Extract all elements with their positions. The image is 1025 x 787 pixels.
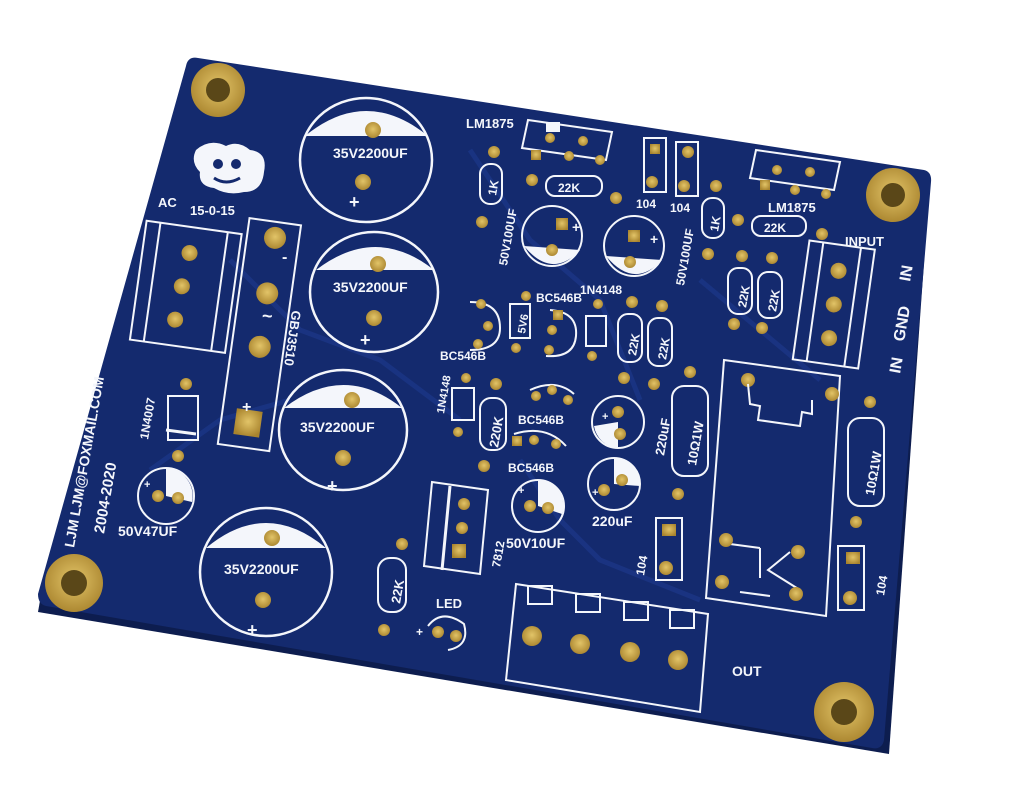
svg-text:104: 104 [636, 197, 656, 211]
svg-text:+: + [592, 487, 598, 499]
lm1875-left-label: LM1875 [466, 116, 514, 131]
led[interactable]: + [416, 615, 467, 651]
cap-104-top-1[interactable]: 104 [636, 137, 667, 211]
cap-104-lower-left[interactable] [655, 517, 683, 581]
ac-label: AC [158, 195, 177, 210]
cap-220uf-2[interactable]: + [587, 457, 641, 511]
svg-text:+: + [518, 485, 524, 497]
transistor-bc546b-4[interactable] [529, 383, 575, 405]
bc546b-label-2: BC546B [440, 349, 486, 363]
cap-50v100uf-1[interactable]: + [521, 205, 583, 267]
bridge-minus: - [282, 249, 287, 266]
cap-2200uf-4[interactable]: 35V2200UF + [198, 506, 334, 640]
cap-label: 35V2200UF [224, 561, 299, 577]
resistor-22k-bottom[interactable]: 22K [377, 538, 408, 636]
bc546b-label-1: BC546B [536, 291, 582, 305]
svg-text:+: + [602, 411, 608, 423]
resistor-22k-right[interactable]: 22K [732, 214, 828, 240]
resistor-22k-mid-2[interactable]: 22K [647, 300, 673, 390]
svg-text:104: 104 [670, 201, 690, 215]
cap-label: 35V2200UF [300, 419, 375, 435]
svg-text:1K: 1K [707, 215, 724, 233]
output-inductor-footprint[interactable] [704, 358, 842, 618]
cap-label: 35V2200UF [333, 145, 408, 161]
input-label: INPUT [845, 234, 884, 249]
bc546b-label-3: BC546B [518, 413, 564, 427]
transistor-bc546b-1[interactable] [469, 299, 502, 351]
regulator-7812[interactable] [422, 480, 490, 576]
bridge-rectifier[interactable] [216, 217, 303, 453]
lm1875-left[interactable] [520, 118, 614, 165]
resistor-22k-v1[interactable]: 22K [727, 250, 753, 330]
cap-2200uf-2[interactable]: 35V2200UF + [308, 230, 440, 354]
cap-plus: + [247, 620, 258, 640]
out-label: OUT [732, 663, 762, 679]
transistor-bc546b-3[interactable] [544, 309, 578, 358]
cap-plus: + [360, 330, 371, 350]
input-in-label-2: IN [887, 356, 907, 375]
cap-104-lower-right[interactable] [837, 545, 865, 611]
svg-text:22K: 22K [388, 578, 407, 605]
svg-text:+: + [144, 479, 150, 491]
resistor-22k-top[interactable]: 22K [526, 174, 622, 204]
mascot-logo [193, 142, 265, 194]
bridge-ac-symbol: ~ [262, 306, 273, 326]
cap-104-lower-left-label: 104 [633, 554, 650, 576]
svg-text:+: + [650, 231, 658, 247]
cap-50v10uf[interactable]: + [511, 479, 565, 533]
input-gnd-label: GND [891, 305, 914, 343]
cap-220uf-1-label: 220uF [652, 417, 673, 457]
regulator-7812-label: 7812 [489, 539, 507, 568]
resistor-1k-right[interactable]: 1K [701, 180, 725, 260]
output-terminal[interactable] [504, 582, 710, 714]
bridge-plus: + [242, 399, 251, 416]
cap-50v100uf-2[interactable]: + [603, 215, 665, 277]
input-in-label-1: IN [897, 264, 917, 283]
ac-voltage-label: 15-0-15 [190, 203, 235, 218]
diode-1n4148-1[interactable] [585, 299, 607, 361]
resistor-220k[interactable]: 220K [478, 378, 507, 472]
cap-50v10uf-label: 50V10UF [506, 535, 566, 551]
resistor-1k[interactable]: 1K [476, 146, 503, 228]
diode-1n4148-2[interactable] [451, 373, 475, 437]
pcb-board [38, 57, 932, 749]
svg-text:1K: 1K [485, 179, 502, 197]
transistor-bc546b-5[interactable] [512, 430, 567, 449]
svg-text:22K: 22K [558, 181, 580, 195]
svg-text:22K: 22K [625, 332, 643, 356]
svg-text:+: + [572, 219, 580, 235]
cap-50v47uf-label: 50V47UF [118, 523, 178, 539]
cap-plus: + [349, 192, 360, 212]
cap-104-top-2[interactable]: 104 [670, 141, 699, 215]
cap-104-lower-right-label: 104 [873, 574, 890, 596]
led-label: LED [436, 596, 462, 611]
bc546b-label-4: BC546B [508, 461, 554, 475]
svg-text:22K: 22K [735, 284, 753, 308]
resistor-22k-v2[interactable]: 22K [756, 252, 783, 334]
resistor-22k-mid-1[interactable]: 22K [617, 296, 643, 384]
cap-plus: + [327, 476, 338, 496]
cap-2200uf-1[interactable]: 35V2200UF + [298, 96, 434, 224]
svg-text:22K: 22K [655, 336, 673, 360]
ac-input-terminal[interactable] [128, 219, 243, 355]
cap-220uf-2-label: 220uF [592, 513, 633, 529]
cap-220uf-1[interactable]: + [591, 395, 645, 449]
svg-text:22K: 22K [765, 288, 783, 312]
cap-50v47uf[interactable]: + [137, 467, 195, 525]
cap-label: 35V2200UF [333, 279, 408, 295]
cap-2200uf-3[interactable]: 35V2200UF + [277, 368, 409, 496]
svg-text:+: + [416, 625, 423, 639]
svg-text:5V6: 5V6 [516, 313, 531, 334]
input-terminal[interactable] [791, 239, 876, 370]
svg-text:22K: 22K [764, 221, 786, 235]
svg-text:220K: 220K [486, 415, 506, 449]
mounting-holes [45, 63, 920, 742]
lm1875-right[interactable] [748, 148, 842, 199]
zener-5v6[interactable]: 5V6 [509, 291, 531, 353]
diode-1n4007[interactable] [165, 378, 199, 462]
diode-1n4148-label-1: 1N4148 [580, 283, 622, 297]
lm1875-right-label: LM1875 [768, 200, 816, 215]
